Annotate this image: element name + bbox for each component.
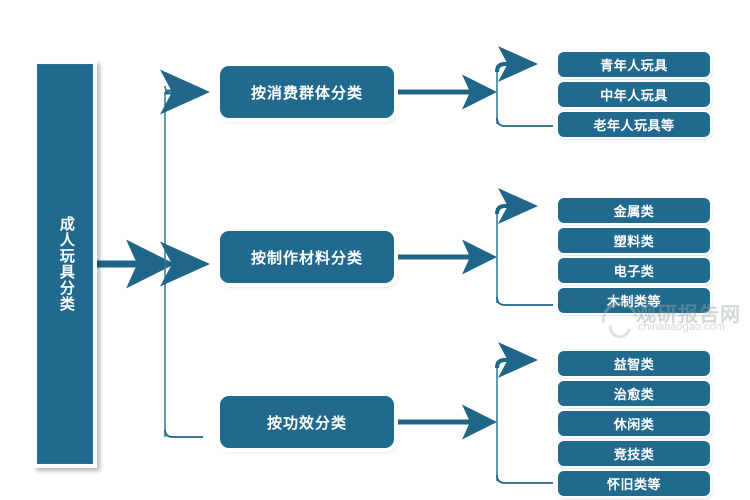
watermark-logo-inner-icon xyxy=(604,311,636,343)
leaf-node-2-2[interactable]: 塑料类 xyxy=(558,228,710,253)
branch2-leaf-connector xyxy=(396,188,553,306)
leaf-node-3-4[interactable]: 竞技类 xyxy=(558,441,710,466)
leaf-node-2-1-label: 金属类 xyxy=(613,204,655,219)
leaf-node-3-2[interactable]: 治愈类 xyxy=(558,381,710,406)
leaf-node-1-2-label: 中年人玩具 xyxy=(600,88,668,103)
leaf-node-2-1[interactable]: 金属类 xyxy=(558,198,710,223)
leaf-node-1-1-label: 青年人玩具 xyxy=(600,58,668,73)
leaf-node-2-2-label: 塑料类 xyxy=(613,234,655,249)
leaf-node-2-4[interactable]: 木制类等 xyxy=(558,288,710,313)
branch-node-1-label: 按消费群体分类 xyxy=(250,85,363,102)
leaf-node-3-5[interactable]: 怀旧类等 xyxy=(558,471,710,496)
leaf-node-1-1[interactable]: 青年人玩具 xyxy=(558,52,710,77)
leaf-node-2-3-label: 电子类 xyxy=(613,264,655,279)
watermark-brand: 观研报告网 xyxy=(636,304,741,326)
watermark-url: chinabaogao.com xyxy=(638,321,725,333)
leaf-node-2-3[interactable]: 电子类 xyxy=(558,258,710,283)
leaf-node-2-4-label: 木制类等 xyxy=(606,294,661,309)
branch-node-3[interactable]: 按功效分类 xyxy=(220,396,394,448)
leaf-node-1-2[interactable]: 中年人玩具 xyxy=(558,82,710,107)
branch1-leaf-connector xyxy=(396,46,553,127)
leaf-node-3-3[interactable]: 休闲类 xyxy=(558,411,710,436)
leaf-node-3-4-label: 竞技类 xyxy=(613,447,655,462)
branch3-leaf-connector xyxy=(396,342,553,484)
branch-node-2[interactable]: 按制作材料分类 xyxy=(220,231,394,283)
leaf-node-1-3-label: 老年人玩具等 xyxy=(593,118,675,133)
root-node-box: 成人玩具分类 xyxy=(37,64,93,464)
root-node[interactable]: 成人玩具分类 xyxy=(33,60,97,468)
root-node-label: 成人玩具分类 xyxy=(57,216,74,312)
watermark: 观研报告网 chinabaogao.com xyxy=(594,294,748,346)
leaf-node-3-3-label: 休闲类 xyxy=(613,417,655,432)
branch-node-1[interactable]: 按消费群体分类 xyxy=(220,66,394,118)
leaf-node-3-2-label: 治愈类 xyxy=(613,387,655,402)
leaf-node-3-5-label: 怀旧类等 xyxy=(606,477,661,492)
leaf-node-3-1-label: 益智类 xyxy=(613,357,655,372)
leaf-node-3-1[interactable]: 益智类 xyxy=(558,351,710,376)
branch-node-3-label: 按功效分类 xyxy=(266,415,347,432)
root-trunk-connector xyxy=(97,69,210,438)
branch-node-2-label: 按制作材料分类 xyxy=(250,250,363,267)
leaf-node-1-3[interactable]: 老年人玩具等 xyxy=(558,112,710,137)
